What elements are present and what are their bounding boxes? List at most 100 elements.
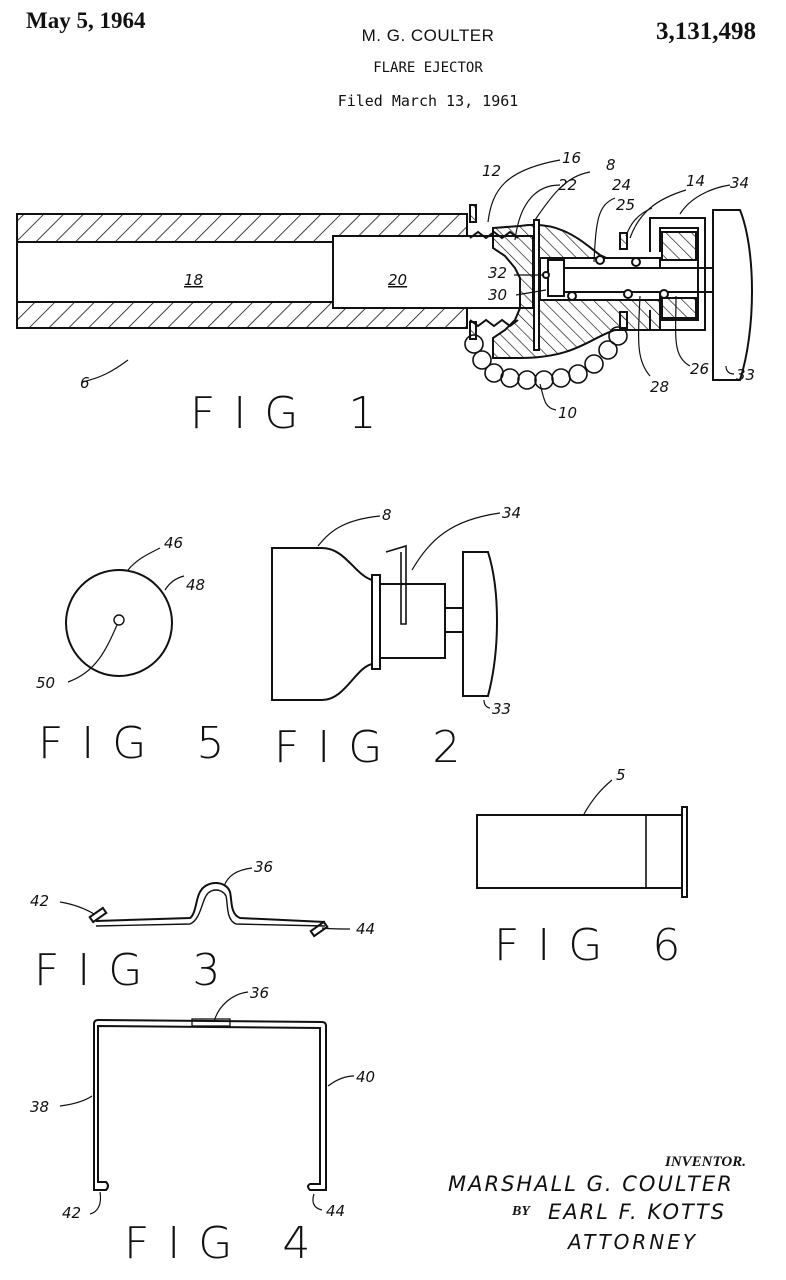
leader-44 [321, 927, 351, 930]
plunger-head-30 [547, 259, 565, 297]
attorney-signature: EARL F. KOTTS [548, 1200, 727, 1224]
attorney-label: ATTORNEY [568, 1230, 699, 1254]
leader-8 [317, 515, 381, 547]
ref-34: 34 [730, 174, 749, 192]
leader-34 [679, 184, 731, 215]
figure-4 [59, 991, 355, 1215]
leader-42 [89, 1191, 102, 1215]
leader-6 [81, 359, 129, 383]
loop-36 [191, 1018, 231, 1027]
ref-33-fig2: 33 [492, 700, 511, 718]
button-33 [462, 551, 498, 697]
fig-2-label: FIG 2 [274, 722, 478, 773]
plunger-28 [549, 267, 716, 293]
ref-42-fig3: 42 [30, 892, 49, 910]
clip-34 [385, 544, 407, 625]
figure-5 [65, 547, 185, 683]
ref-10: 10 [558, 404, 577, 422]
collar-14 [661, 231, 697, 261]
tab-42 [88, 906, 108, 924]
leader-24 [593, 197, 616, 263]
patent-date: May 5, 1964 [26, 8, 146, 33]
ref-34-fig2: 34 [502, 504, 521, 522]
clip-profile [95, 882, 326, 923]
inventor-label: INVENTOR. [665, 1154, 746, 1170]
leader-5 [583, 779, 613, 815]
figure-2 [271, 512, 501, 709]
ref-8-fig2: 8 [382, 506, 392, 524]
collar [379, 583, 446, 659]
ref-44-fig4: 44 [326, 1202, 345, 1220]
threads-top [469, 230, 519, 240]
ref-44-fig3: 44 [356, 920, 375, 938]
ref-33: 33 [736, 366, 755, 384]
leader-16 [487, 159, 561, 223]
leader-48 [164, 575, 185, 591]
leader-50 [67, 624, 118, 683]
ref-28: 28 [650, 378, 669, 396]
ref-38: 38 [30, 1098, 49, 1116]
pin-25 [619, 232, 628, 250]
ref-40: 40 [356, 1068, 375, 1086]
leader-33 [725, 365, 735, 375]
cap-body-8 [271, 547, 373, 701]
chain-10 [464, 326, 628, 390]
hole-50 [113, 614, 125, 626]
inventor-header: M. G. COULTER [361, 26, 495, 45]
leader-26 [675, 295, 691, 367]
leader-44 [312, 1193, 323, 1211]
ref-36-fig3: 36 [254, 858, 273, 876]
ref-25: 25 [616, 196, 635, 214]
leader-46 [127, 547, 161, 571]
leader-22 [514, 184, 561, 241]
inventor-signature: MARSHALL G. COULTER [448, 1172, 734, 1196]
bore-18 [16, 241, 334, 303]
fig-4-label: FIG 4 [124, 1218, 328, 1269]
leader-14 [629, 189, 687, 239]
cartridge-rim [681, 806, 688, 898]
ref-18: 18 [184, 271, 203, 289]
ref-22: 22 [558, 176, 577, 194]
fig-5-label: FIG 5 [38, 718, 242, 769]
figure-1 [16, 159, 753, 411]
leader-10 [539, 383, 557, 411]
fig-6-label: FIG 6 [494, 920, 698, 971]
patent-number: 3,131,498 [656, 18, 756, 45]
leader-30 [515, 289, 547, 296]
leader-40 [327, 1075, 355, 1087]
ref-12: 12 [482, 162, 501, 180]
ref-48: 48 [186, 576, 205, 594]
ref-42-fig4: 42 [62, 1204, 81, 1222]
ref-6: 6 [80, 374, 90, 392]
plate-22 [533, 219, 540, 351]
pin-12 [469, 204, 477, 223]
figure-6 [476, 779, 688, 898]
leader-34 [411, 512, 501, 571]
ref-30: 30 [488, 286, 507, 304]
pin-bottom [619, 311, 628, 329]
patent-title: FLARE EJECTOR [373, 60, 483, 76]
ref-32: 32 [488, 264, 507, 282]
leader-8 [534, 171, 591, 221]
flare-cartridge-5 [476, 814, 683, 889]
fig-3-label: FIG 3 [34, 945, 238, 996]
ref-26: 26 [690, 360, 709, 378]
ref-14: 14 [686, 172, 705, 190]
filed-date: Filed March 13, 1961 [337, 92, 519, 110]
fig-1-label: FIG 1 [190, 388, 394, 439]
ref-24: 24 [612, 176, 631, 194]
clip-34 [649, 217, 706, 331]
ref-16: 16 [562, 149, 581, 167]
ref-5: 5 [616, 766, 626, 784]
leader-42 [59, 901, 95, 915]
stem [444, 607, 464, 633]
leader-36 [213, 991, 249, 1023]
by-label: BY [512, 1204, 530, 1219]
disc-48 [65, 569, 173, 677]
clip-38-40 [93, 1018, 327, 1191]
flange [371, 574, 381, 670]
button-33 [712, 209, 753, 381]
ref-50: 50 [36, 674, 55, 692]
leader-28 [638, 295, 651, 377]
